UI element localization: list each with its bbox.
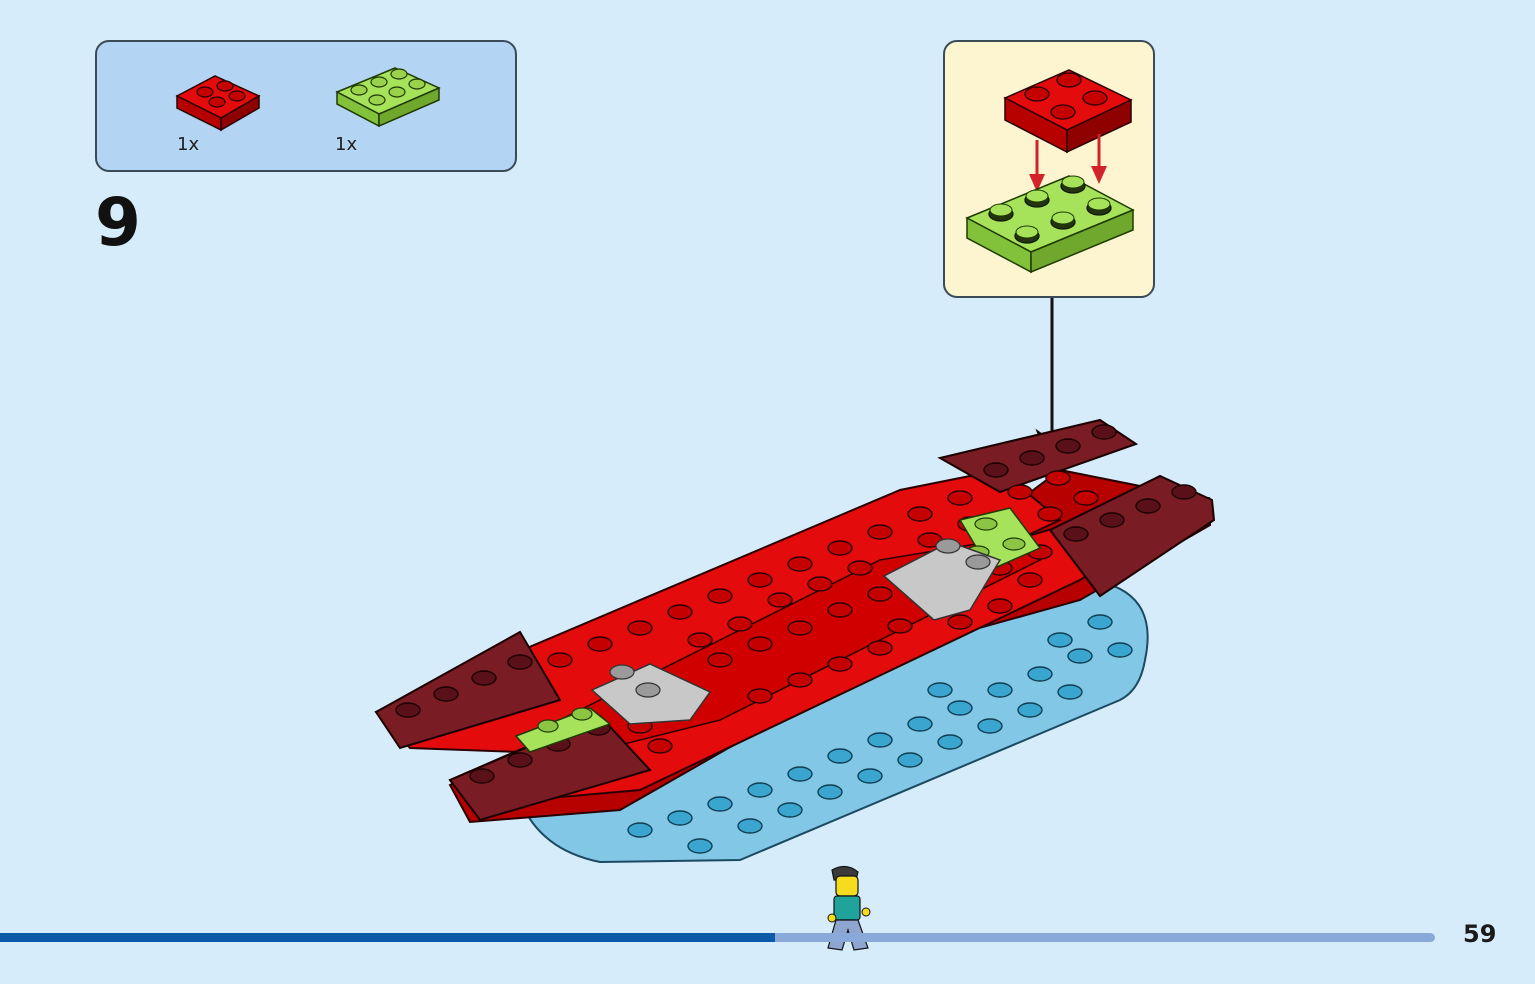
blue-base (518, 578, 1149, 864)
red-plate-2x2-icon (175, 75, 261, 132)
progress-bar-fill (0, 933, 775, 942)
subassembly-illustration (965, 69, 1135, 274)
subassembly-callout (943, 40, 1155, 298)
step-number: 9 (95, 184, 141, 261)
progress-bar (0, 933, 1435, 942)
lime-plate-2x3-icon (335, 67, 441, 128)
lime-plate-qty: 1x (335, 134, 358, 155)
minifigure-progress-marker-icon (827, 865, 871, 951)
grey-pieces (590, 538, 1002, 725)
page-number: 59 (1463, 920, 1497, 948)
red-plate-qty: 1x (177, 134, 200, 155)
lime-plates (514, 507, 1042, 753)
parts-list-box: 1x 1x (95, 40, 517, 172)
